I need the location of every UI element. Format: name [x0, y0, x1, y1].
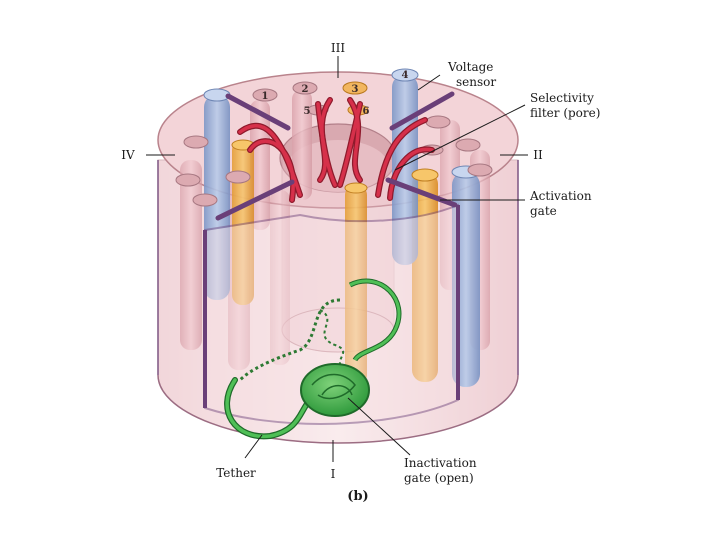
domain-label-ii: II — [533, 148, 543, 162]
figure-caption: (b) — [347, 489, 368, 504]
domain-label-i: I — [331, 467, 336, 481]
voltage-sensor-label-line1: Voltage — [447, 60, 493, 74]
inactivation-gate-label-line1: Inactivation — [404, 456, 477, 470]
inactivation-gate-label-line2: gate (open) — [404, 471, 474, 485]
domain-label-iv: IV — [121, 148, 135, 162]
segment-number-4: 4 — [402, 70, 409, 81]
segment-number-1: 1 — [262, 91, 269, 102]
selectivity-filter-label-line1: Selectivity — [530, 91, 594, 105]
activation-gate-label-line1: Activation — [529, 189, 592, 203]
segment-number-2: 2 — [302, 84, 309, 95]
segment-number-3: 3 — [352, 84, 359, 95]
domain-label-iii: III — [331, 41, 345, 55]
tether-label: Tether — [216, 466, 256, 480]
voltage-sensor-label-line2: sensor — [456, 75, 496, 89]
selectivity-filter-label-line2: filter (pore) — [530, 106, 600, 120]
segment-number-6: 6 — [363, 106, 370, 117]
activation-gate-label-line2: gate — [530, 204, 557, 218]
segment-number-5: 5 — [304, 106, 311, 117]
